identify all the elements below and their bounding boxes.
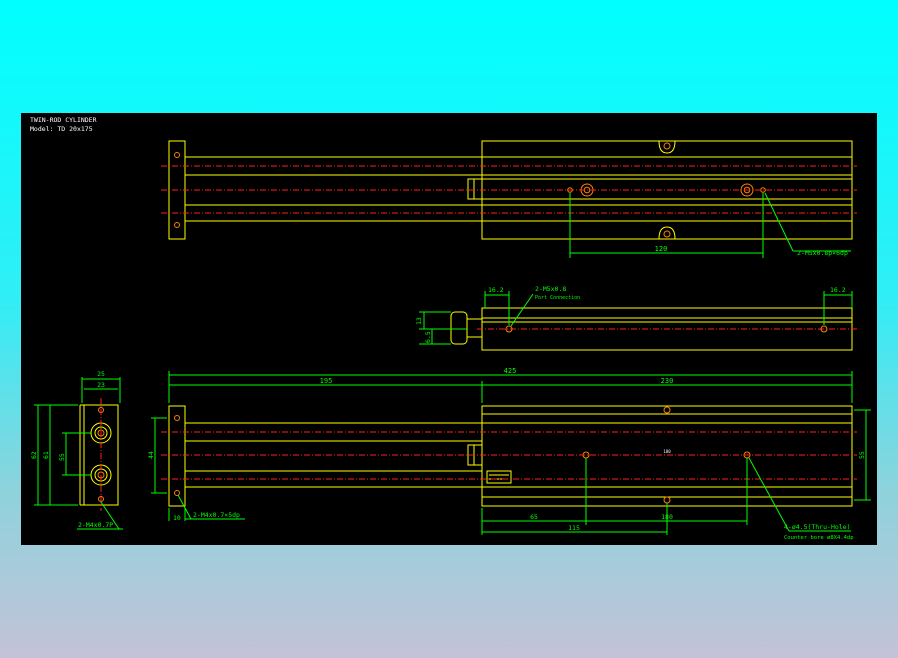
top-rod-end — [467, 178, 483, 200]
middle-view: 13 6.5 16.2 16.2 2-M5x0.8 Port Connectio… — [415, 285, 857, 351]
dim-side-a: 65 — [530, 513, 538, 521]
dim-plate-height: 44 — [147, 451, 155, 459]
top-plate-hole — [174, 152, 180, 158]
port-thread-label: 2-M5x0.8 — [535, 285, 566, 293]
dim-right-port: 16.2 — [830, 286, 846, 294]
dim-front-total-height: 62 — [30, 451, 38, 459]
bottom-end-plate — [168, 405, 186, 507]
dim-rod-length: 195 — [320, 377, 333, 385]
dim-overall-length: 425 — [504, 367, 517, 375]
note-counterbore-depth: Counter bore ø8X4.4dp — [784, 535, 854, 541]
dim-body-height: 55 — [858, 451, 866, 459]
port-hole — [820, 325, 828, 333]
front-view: 25 23 62 61 55 2-M4x0.7P — [30, 370, 123, 530]
note-counterbore: 4-ø4.5(Thru-Hole) — [784, 523, 851, 531]
dim-bore-spacing: 55 — [58, 453, 66, 461]
drawing-title: TWIN-ROD CYLINDER — [30, 116, 97, 124]
dim-body-length: 230 — [661, 377, 674, 385]
note-plate-thread: 2-M4x0.7×5dp — [193, 511, 240, 519]
center-label: 180 — [663, 449, 671, 454]
port-hole — [505, 325, 513, 333]
dim-front-inner-width: 23 — [97, 381, 105, 389]
dim-side-c: 180 — [661, 513, 673, 521]
note-front-thread: 2-M4x0.7P — [78, 521, 113, 529]
dim-middle-offset: 6.5 — [424, 331, 432, 343]
bottom-cylinder-body — [481, 405, 853, 507]
dim-side-b: 115 — [568, 524, 580, 532]
note-mount-holes: 2-M5x0.8p×6dp — [797, 249, 848, 257]
nameplate — [486, 470, 512, 484]
top-plate-hole — [174, 222, 180, 228]
dim-middle-height: 13 — [415, 317, 423, 325]
cad-drawing-canvas[interactable]: TWIN-ROD CYLINDER Model: TD 20x175 — [21, 113, 877, 545]
bottom-view: 180 425 195 230 44 10 2-M4x0.7×5dp 55 65 — [147, 367, 871, 541]
port-connection-label: Port Connection — [535, 295, 580, 301]
middle-rod-end — [450, 311, 468, 345]
cad-drawing: TWIN-ROD CYLINDER Model: TD 20x175 — [30, 116, 871, 541]
drawing-model: Model: TD 20x175 — [30, 125, 93, 133]
dim-left-port: 16.2 — [488, 286, 504, 294]
dim-front-body-height: 61 — [42, 451, 50, 459]
top-view: 120 2-M5x0.8p×6dp — [161, 140, 857, 258]
dim-hole-spacing: 120 — [655, 245, 668, 253]
dim-plate-thickness: 10 — [173, 514, 181, 522]
dim-front-width: 25 — [97, 370, 105, 378]
